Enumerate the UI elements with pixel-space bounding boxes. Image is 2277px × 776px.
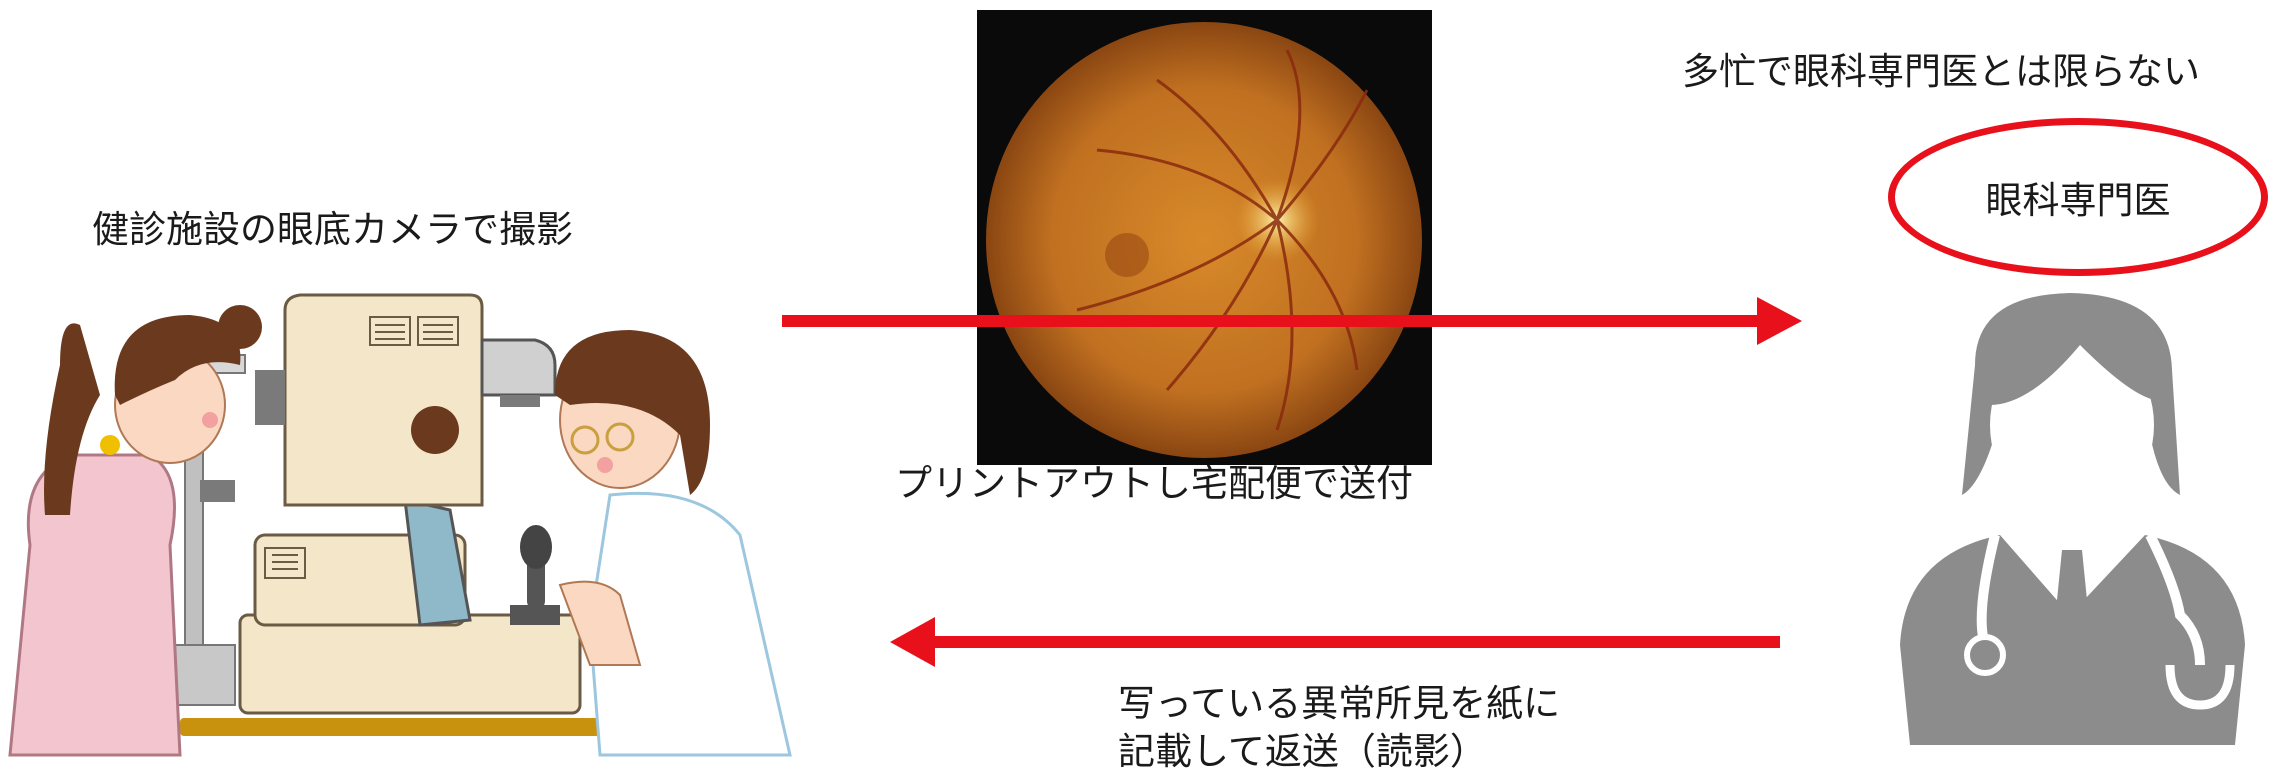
- doctor-icon: [1880, 285, 2265, 745]
- specialist-label: 眼科専門医: [1986, 170, 2171, 224]
- retina-fundus-photo: [977, 10, 1432, 465]
- caption-read-and-return-line1: 写っている異常所見を紙に: [1118, 680, 1560, 728]
- arrow-left-icon: [890, 617, 1780, 667]
- caption-print-and-ship: プリントアウトし宅配便で送付: [895, 460, 1413, 508]
- arrow-right-icon: [782, 290, 1802, 350]
- caption-read-and-return: 写っている異常所見を紙に 記載して返送（読影）: [1118, 680, 1560, 776]
- eye-exam-camera-illustration: [0, 285, 800, 775]
- specialist-ellipse: 眼科専門医: [1888, 118, 2268, 276]
- caption-capture-at-facility: 健診施設の眼底カメラで撮影: [92, 206, 573, 254]
- caption-not-always-specialist: 多忙で眼科専門医とは限らない: [1682, 48, 2200, 96]
- caption-read-and-return-line2: 記載して返送（読影）: [1118, 728, 1560, 776]
